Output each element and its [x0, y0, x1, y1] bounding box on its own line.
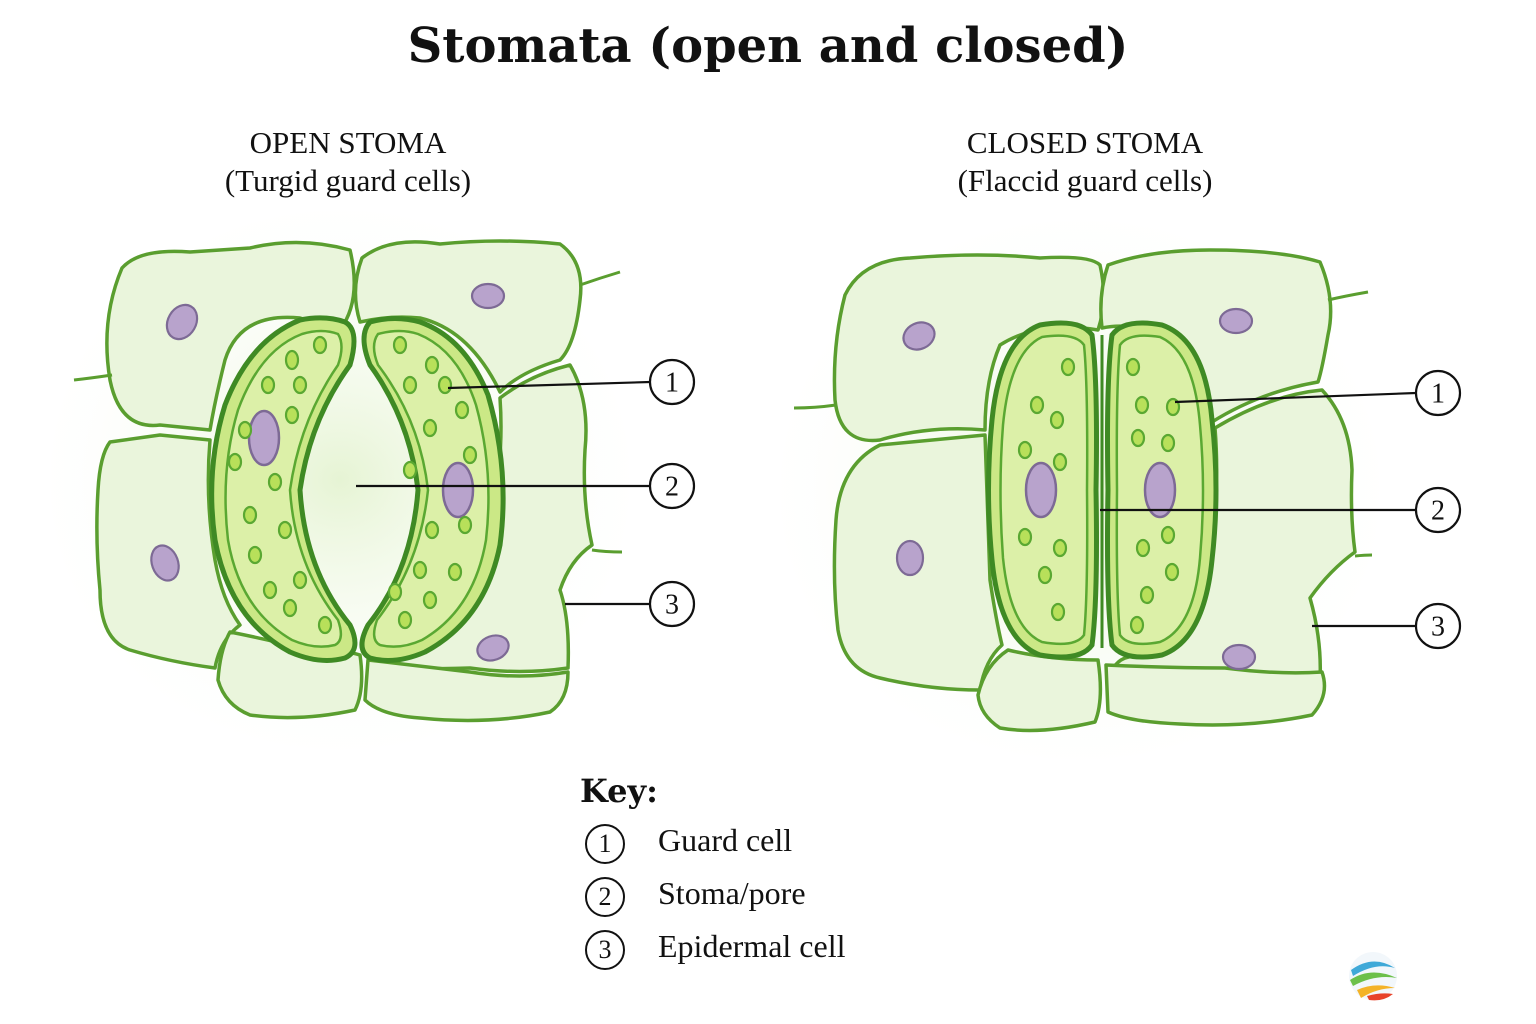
closed-callout-1: 1 [1414, 369, 1462, 417]
key-number: 3 [585, 930, 625, 970]
logo-icon [1349, 952, 1397, 1001]
open-stoma-heading-block: OPEN STOMA (Turgid guard cells) [148, 124, 548, 200]
closed-stoma-heading: CLOSED STOMA [966, 125, 1204, 160]
open-callout-3: 3 [648, 580, 696, 628]
key-number: 2 [585, 877, 625, 917]
key-label: Stoma/pore [658, 875, 806, 911]
callout-number: 3 [665, 590, 679, 621]
epidermal-cell [1104, 663, 1327, 727]
epidermal-cell [976, 648, 1103, 733]
callout-number: 2 [665, 472, 679, 503]
nucleus [1024, 461, 1058, 519]
epidermal-cell [363, 658, 570, 723]
callout-number: 2 [1431, 496, 1445, 527]
closed-stoma-subheading: (Flaccid guard cells) [957, 163, 1213, 198]
open-stoma-subheading: (Turgid guard cells) [224, 163, 472, 198]
closed-epidermal-cells [832, 248, 1357, 733]
page-title: Stomata (open and closed) [407, 18, 1129, 74]
closed-callout-lines [1100, 391, 1417, 628]
open-callout-2: 2 [648, 462, 696, 510]
closed-stoma-heading-block: CLOSED STOMA (Flaccid guard cells) [885, 124, 1285, 200]
open-stoma-heading: OPEN STOMA [249, 125, 447, 160]
callout-number: 1 [1431, 379, 1445, 410]
open-callout-lines [356, 380, 651, 606]
closed-stoma-diagram: 1 2 3 [780, 220, 1462, 760]
key-title: Key: [580, 772, 658, 810]
open-stoma-diagram: 1 2 3 [50, 210, 696, 750]
open-chloroplasts [227, 335, 478, 635]
nucleus [441, 461, 475, 519]
closed-chloroplasts [1017, 357, 1181, 635]
closed-callout-2: 2 [1414, 486, 1462, 534]
closed-callout-3: 3 [1414, 602, 1462, 650]
open-guard-cell-left [209, 315, 358, 663]
open-callout-1: 1 [648, 358, 696, 406]
key-number: 1 [585, 824, 625, 864]
callout-number: 3 [1431, 612, 1445, 643]
nucleus [247, 409, 281, 467]
key-label: Epidermal cell [658, 928, 846, 964]
key-label: Guard cell [658, 822, 793, 858]
nucleus [1143, 461, 1177, 519]
epidermal-cell [105, 240, 356, 432]
callout-number: 1 [665, 368, 679, 399]
